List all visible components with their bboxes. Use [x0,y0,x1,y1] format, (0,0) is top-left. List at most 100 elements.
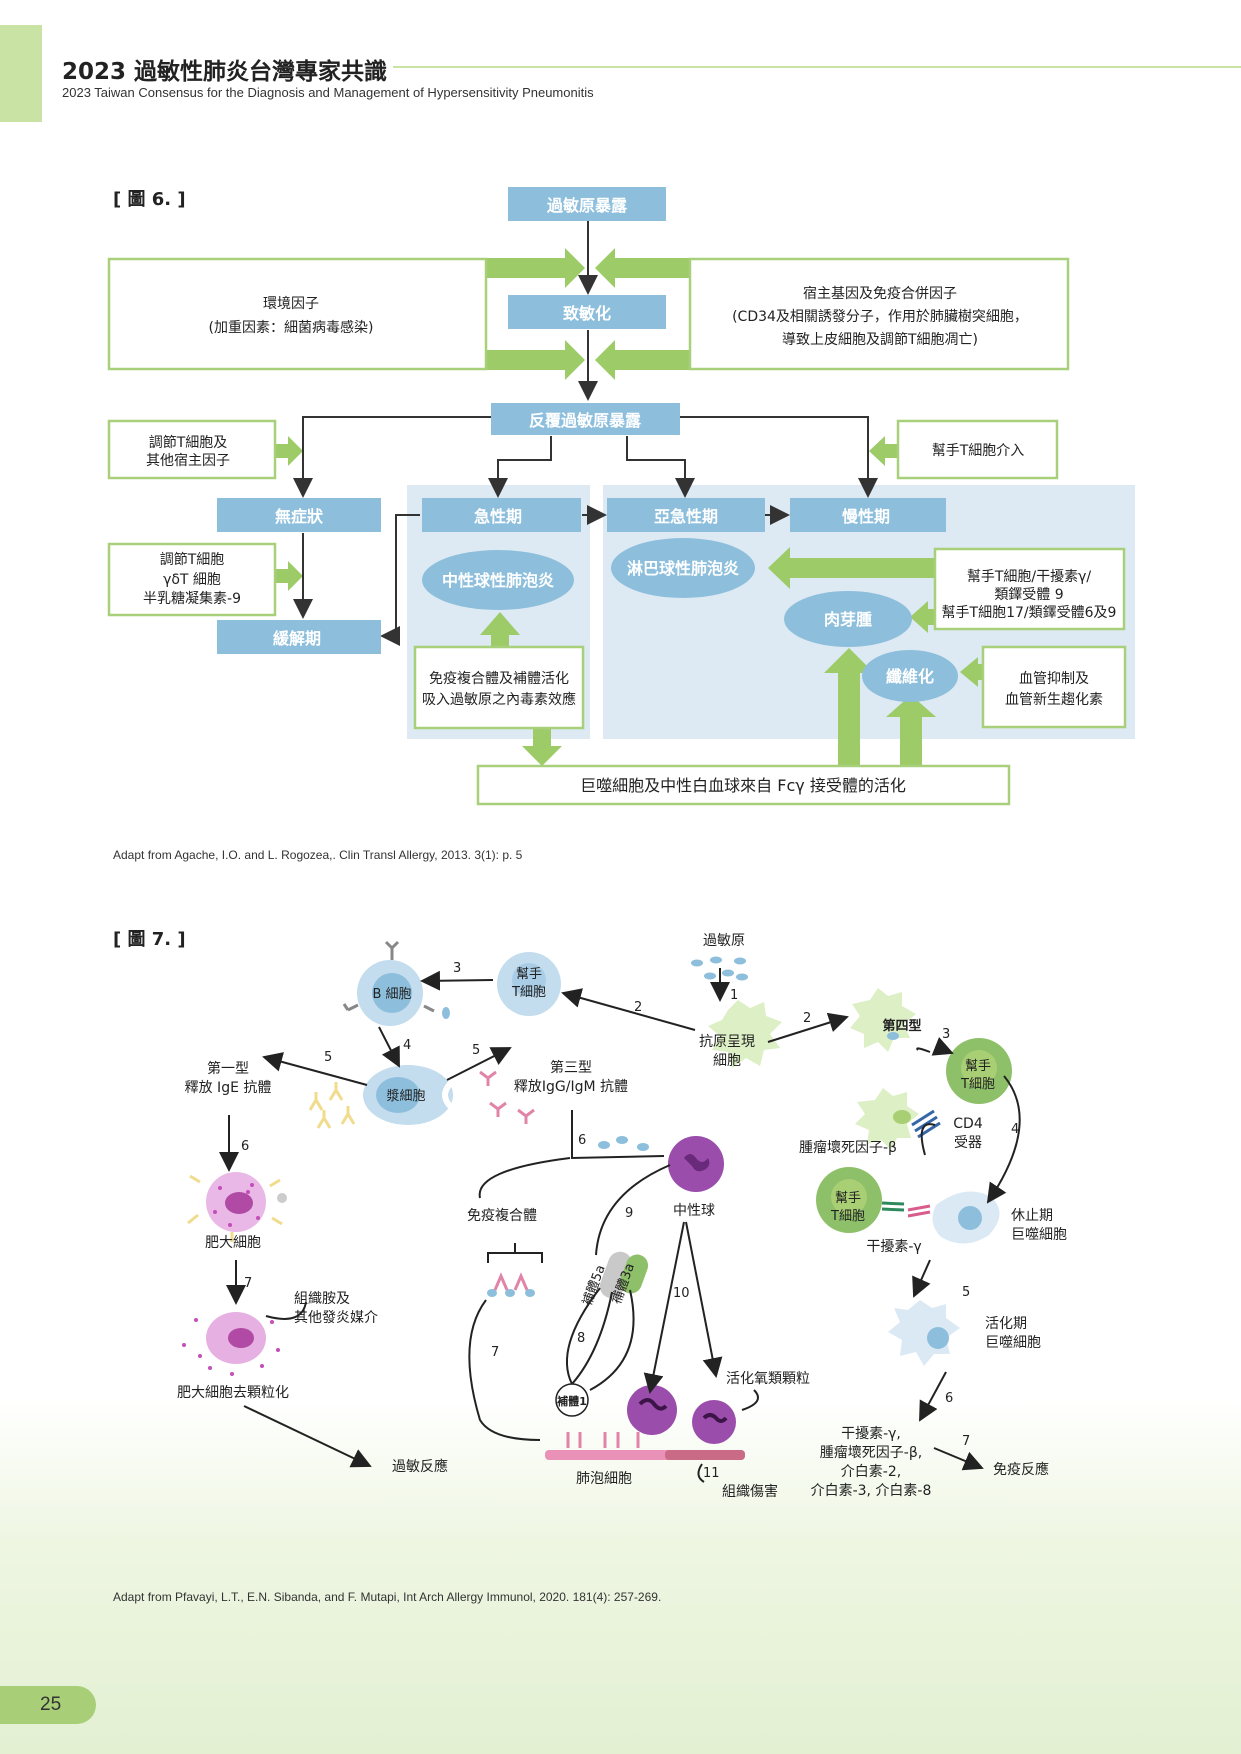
step-2-left: 2 [634,1000,642,1015]
macrophage-box [476,764,1011,806]
figure7-caption: Adapt from Pfavayi, L.T., E.N. Sibanda, … [113,1590,662,1604]
step-8: 8 [577,1331,585,1346]
cytokine-line3: 介白素-2, [841,1464,901,1480]
th-intervention-box [896,419,1059,480]
remission-box [217,620,381,654]
host-line1: 宿主基因及免疫合併因子 [803,285,957,302]
ifn-gamma-label: 干擾素-γ [866,1238,921,1255]
th-ifn-line1: 幫手T細胞/干擾素γ/ [967,568,1092,585]
helper-t-lower-line1: 幫手 [835,1190,861,1206]
page-number-tab [0,1686,96,1724]
b-cell [342,940,450,1026]
type1-line1: 第一型 [207,1060,249,1077]
th-ifn-line2: 類鐸受體 9 [994,587,1063,603]
vascular-arrow [960,657,983,687]
step-5-mid: 5 [472,1043,480,1058]
immune-complex-box [413,645,585,730]
step-3-left: 3 [453,961,461,976]
cd4-line2: 受器 [954,1135,982,1151]
header-title: 2023 過敏性肺炎台灣專家共識 [62,59,388,85]
apc-line1: 抗原呈現 [699,1034,755,1050]
step-9: 9 [625,1206,633,1221]
cd4-line1: CD4 [953,1116,983,1132]
free-antigen-particles [598,1136,649,1151]
immune-complex-icon [493,1272,529,1291]
ros-label: 活化氧類顆粒 [726,1371,810,1387]
step-5-right: 5 [962,1285,970,1300]
th-intervention-arrow [869,436,898,466]
allergen-exposure-label: 過敏原暴露 [546,196,628,215]
subacute-box [607,498,765,532]
header-rule [393,66,1241,68]
granuloma-input-arrow [910,601,935,633]
immune-complex-label: 免疫複合體 [467,1207,537,1224]
neutrophilic-alveolitis-ellipse [422,550,574,610]
chronic-label: 慢性期 [842,507,890,526]
cytokine-line1: 干擾素-γ, [841,1425,901,1442]
figure7-label: [ 圖 7. ] [113,929,186,950]
repeated-exposure-box [491,403,680,435]
step-5-left: 5 [324,1050,332,1065]
resting-line1: 休止期 [1011,1208,1053,1224]
vascular-box [981,645,1127,729]
tissue-damage-label: 組織傷害 [722,1484,778,1500]
treg-arrow [275,436,303,466]
asymptomatic-label: 無症狀 [275,507,324,526]
treg2-arrow [275,561,303,591]
th-ifn-arrow [768,547,935,589]
step-11: 11 [703,1466,720,1481]
treg2-line3: 半乳糖凝集素-9 [143,590,241,607]
antigen-presenting-cell [708,1000,782,1068]
activated-macrophage [888,1300,960,1366]
immune-line1: 免疫複合體及補體活化 [429,670,569,687]
treg-box [107,419,277,480]
complement1-label: 補體1 [556,1394,587,1408]
helper-t-cell-lower [816,1167,931,1233]
th-ifn-line3: 幫手T細胞17/類鐸受體6及9 [942,605,1117,621]
step-4-right: 4 [1011,1122,1019,1137]
histamine-line1: 組織胺及 [294,1291,350,1307]
helper-t-top-line2: T細胞 [511,985,546,1000]
alveolar-cell-label: 肺泡細胞 [576,1471,632,1487]
header-subtitle: 2023 Taiwan Consensus for the Diagnosis … [62,85,594,100]
lymphocytic-alveolitis-label: 淋巴球性肺泡炎 [627,559,739,578]
env-line2: (加重因素：細菌病毒感染) [209,319,374,336]
alveolar-cells [545,1432,745,1460]
vascular-line2: 血管新生趨化素 [1005,692,1103,708]
figure7-diagram: 過敏原 B 細胞 幫手 T細胞 抗原呈現 細胞 第四型 幫手 T細胞 漿細胞 第… [177,933,1067,1500]
lymphocytic-alveolitis-ellipse [611,538,755,598]
treg2-box [107,542,277,617]
degranulating-mast-cell [182,1312,280,1376]
tnf-beta-label: 腫瘤壞死因子-β [799,1139,897,1156]
apc-line2: 細胞 [713,1053,741,1069]
step-7-right: 7 [962,1434,970,1449]
host-box [688,257,1070,371]
plasma-cell-label: 漿細胞 [386,1089,425,1104]
cytokine-line4: 介白素-3, 介白素-8 [811,1483,932,1499]
step-6-left: 6 [241,1139,249,1154]
neutrophil-label: 中性球 [673,1203,715,1219]
step-10: 10 [673,1286,690,1301]
repeated-exposure-label: 反覆過敏原暴露 [529,411,642,430]
macrophage-label: 巨噬細胞及中性白血球來自 Fcγ 接受體的活化 [580,776,906,795]
remission-label: 緩解期 [273,629,321,648]
host-arrow-lower [595,340,690,380]
step-6-right: 6 [945,1391,953,1406]
step-6-mid: 6 [578,1133,586,1148]
env-line1: 環境因子 [263,296,319,312]
step-7-mid: 7 [491,1345,499,1360]
complement-capsules [599,1251,649,1299]
immune-down-arrow [522,728,562,766]
host-arrow-upper [595,248,690,288]
treg-line1: 調節T細胞及 [149,434,228,451]
acute-label: 急性期 [474,507,522,526]
ige-antibodies [308,1082,356,1129]
step-2-right: 2 [803,1011,811,1026]
helper-t-cell-top [497,952,561,1016]
figure6-diagram: 過敏原暴露 環境因子 (加重因素：細菌病毒感染) 宿主基因及免疫合併因子 (CD… [107,187,1135,806]
resting-line2: 巨噬細胞 [1011,1227,1067,1243]
cytokine-line2: 腫瘤壞死因子-β, [820,1444,922,1461]
activated-line1: 活化期 [985,1316,1027,1332]
sensitization-label: 致敏化 [563,304,611,323]
host-line3: 導致上皮細胞及調節T細胞凋亡) [782,331,978,348]
